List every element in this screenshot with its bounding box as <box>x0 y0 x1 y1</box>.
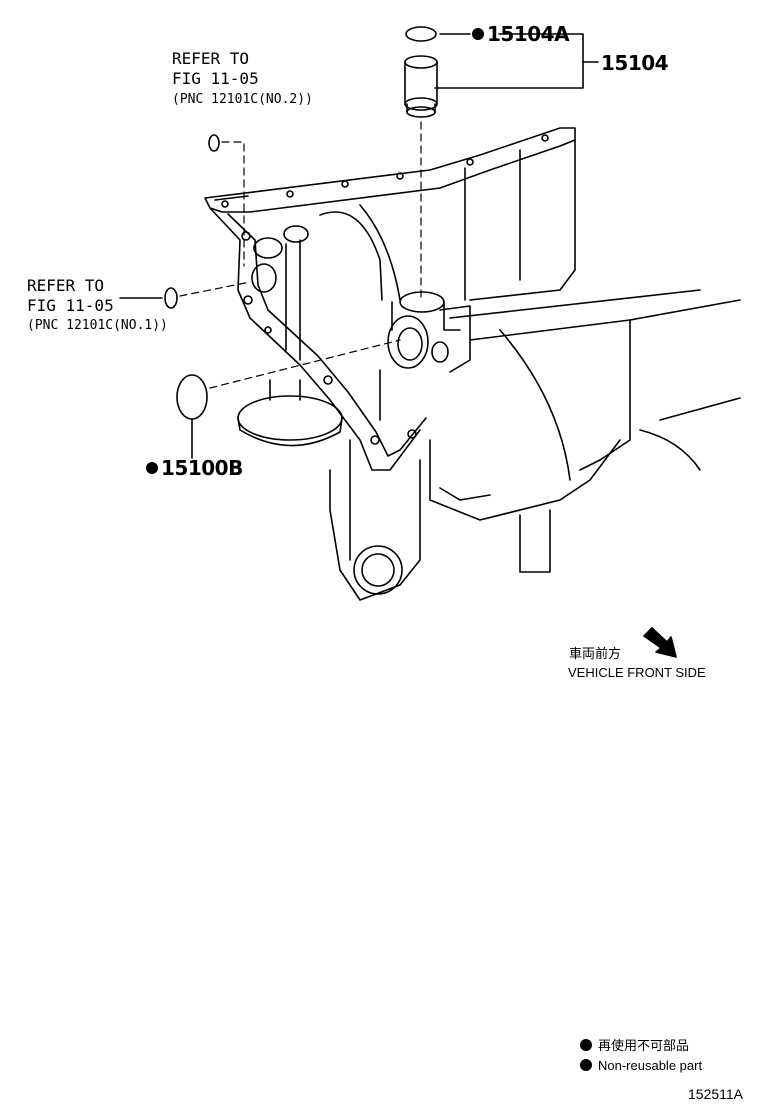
part-label-15104a: 15104A <box>472 24 570 44</box>
non-reusable-dot-icon <box>472 28 484 40</box>
legend-jp: 再使用不可部品 <box>580 1039 689 1052</box>
o-ring-15104a <box>405 26 437 42</box>
refer-note-left-pnc: (PNC 12101C(NO.1)) <box>27 318 168 333</box>
figure-code: 152511A <box>688 1086 744 1102</box>
oil-pan-body <box>204 127 741 601</box>
refer-note-top-pnc: (PNC 12101C(NO.2)) <box>172 92 313 107</box>
non-reusable-dot-icon <box>146 462 158 474</box>
part-label-15104: 15104 <box>601 51 669 75</box>
o-ring-15100b <box>176 374 208 420</box>
vehicle-front-arrow <box>643 627 677 658</box>
vehicle-front-en: VEHICLE FRONT SIDE <box>568 665 706 680</box>
o-ring-top-ref <box>208 134 220 152</box>
leader-lines <box>119 33 599 459</box>
non-reusable-dot-icon <box>580 1059 592 1071</box>
part-label-15100b: 15100B <box>146 458 243 478</box>
o-ring-left-ref <box>164 287 178 309</box>
vehicle-front-jp: 車両前方 <box>569 646 622 661</box>
non-reusable-dot-icon <box>580 1039 592 1051</box>
oil-strainer-15104 <box>404 55 438 118</box>
legend-en: Non-reusable part <box>580 1059 702 1072</box>
